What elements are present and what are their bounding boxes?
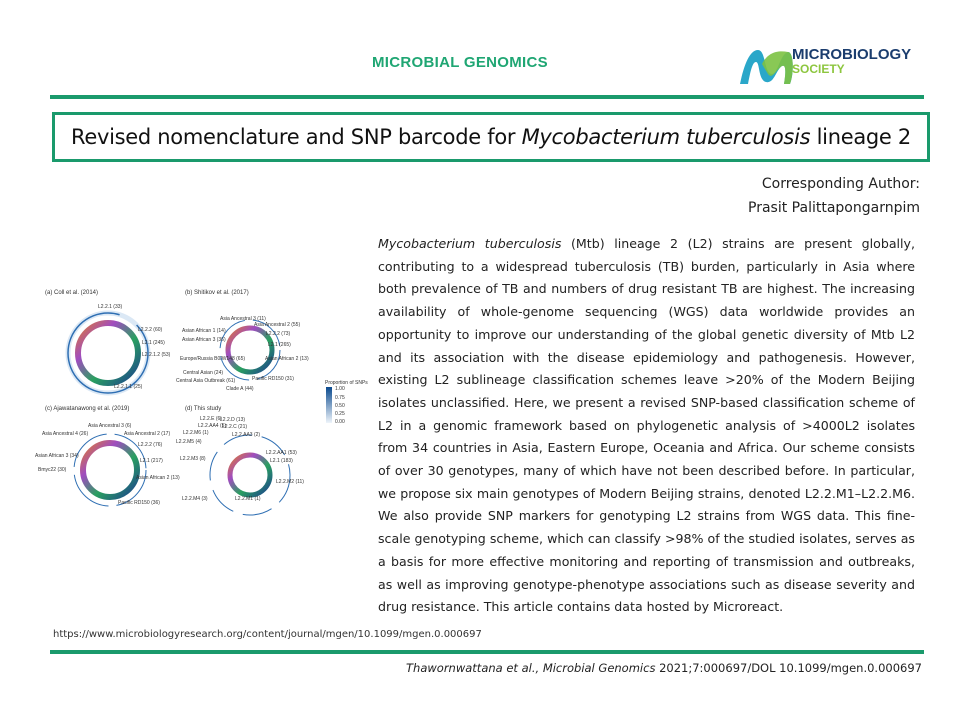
citation-details: 2021;7:000697/DOL 10.1099/mgen.0.000697 (655, 661, 922, 675)
panel-c-arc (73, 433, 147, 507)
clade-label: Pacific RD150 (31) (252, 376, 294, 382)
journal-name: MICROBIAL GENOMICS (372, 54, 548, 71)
citation-authors: Thawornwattana et al., (406, 661, 540, 675)
clade-label: Europe/Russia B0/W148 (65) (180, 356, 245, 362)
clade-label: L2.1 (245) (142, 340, 165, 346)
panel-d-arc (209, 434, 291, 516)
clade-label: L2.2.1 (33) (98, 304, 123, 310)
citation-journal: Microbial Genomics (542, 661, 656, 675)
panel-a-tree (75, 320, 141, 386)
clade-label: Asia Ancestral 2 (17) (124, 431, 170, 437)
clade-label: Asia Ancestral 4 (26) (42, 431, 88, 437)
microbiology-society-logo (740, 50, 793, 84)
clade-label: L2.2.AA1 (53) (266, 450, 297, 456)
clade-label: Central Asian (24) (183, 370, 223, 376)
clade-label: L2.2.M1 (1) (235, 496, 261, 502)
clade-label: L2.2.E (6) (200, 416, 222, 422)
article-url[interactable]: https://www.microbiologyresearch.org/con… (53, 629, 482, 640)
clade-label: L2.1 (265) (268, 342, 291, 348)
clade-label: Pacific RD150 (36) (118, 500, 160, 506)
clade-label: Asia Ancestral 2 (55) (254, 322, 300, 328)
corresponding-name: Prasit Palittapongarnpim (748, 200, 920, 216)
clade-label: L2.2.2 (76) (138, 442, 163, 448)
clade-label: Asian African 3 (34) (35, 453, 79, 459)
clade-label: Asian African 2 (13) (265, 356, 309, 362)
header-divider (50, 95, 924, 99)
panel-c-title: (c) Ajawatanawong et al. (2019) (45, 406, 129, 412)
society-name: MICROBIOLOGY (792, 46, 912, 63)
title-species: Mycobacterium tuberculosis (521, 125, 811, 149)
legend-tick: 0.50 (335, 403, 345, 409)
legend-tick: 0.75 (335, 395, 345, 401)
clade-label: L2.2.2 (60) (138, 327, 163, 333)
panel-a-title: (a) Coll et al. (2014) (45, 290, 98, 296)
title-prefix: Revised nomenclature and SNP barcode for (71, 125, 522, 149)
clade-label: Central Asia Outbreak (61) (176, 378, 236, 384)
clade-label: L2.1 (217) (140, 458, 163, 464)
clade-label: L2.1 (183) (270, 458, 293, 464)
phylogeny-figure: (a) Coll et al. (2014) L2.2.1 (33) L2.2.… (35, 290, 368, 516)
abstract-body: (Mtb) lineage 2 (L2) strains are present… (378, 236, 915, 615)
clade-label: Bmyc22 (30) (38, 467, 67, 473)
footer-divider (50, 650, 924, 654)
legend-tick: 0.00 (335, 419, 345, 425)
abstract-species: Mycobacterium tuberculosis (378, 236, 562, 251)
clade-label: Asian African 1 (14) (182, 328, 226, 334)
clade-label: L2.2.M2 (11) (276, 479, 304, 485)
legend-title: Proportion of SNPs (325, 380, 368, 386)
clade-label: L2.2.D (13) (220, 417, 245, 423)
clade-label: Asia Ancestral 3 (11) (220, 316, 266, 322)
panel-d-title: (d) This study (185, 406, 221, 412)
panel-c-tree (80, 440, 140, 500)
clade-label: L2.2.C (21) (222, 424, 247, 430)
clade-label: L2.2.M6 (1) (183, 430, 209, 436)
clade-label: L2.2.M4 (3) (182, 496, 208, 502)
legend-tick: 0.25 (335, 411, 345, 417)
legend-colorbar (326, 387, 332, 423)
panel-b-tree (225, 325, 275, 375)
clade-label: L2.2.AA3 (2) (232, 432, 260, 438)
society-subname: SOCIETY (792, 62, 845, 76)
clade-label: Asian African 2 (13) (136, 475, 180, 481)
clade-label: L2.2.1.1 (25) (114, 384, 143, 390)
legend-tick: 1.00 (335, 386, 345, 392)
panel-b-title: (b) Shitikov et al. (2017) (185, 290, 249, 296)
clade-label: Asian African 3 (36) (182, 337, 226, 343)
panel-d-tree (227, 452, 273, 498)
clade-label: L2.2.AA4 (5) (198, 423, 226, 429)
corresponding-author: Corresponding Author: Prasit Palittapong… (748, 172, 920, 220)
clade-label: L2.2.1.2 (53) (142, 352, 171, 358)
citation: Thawornwattana et al., Microbial Genomic… (406, 661, 922, 675)
abstract-text: Mycobacterium tuberculosis (Mtb) lineage… (378, 233, 915, 619)
corresponding-label: Corresponding Author: (761, 176, 920, 192)
clade-label: L2.2.M3 (8) (180, 456, 206, 462)
panel-b-arc (219, 319, 281, 381)
clade-label: L2.2.2 (73) (266, 331, 291, 337)
title-suffix: lineage 2 (810, 125, 912, 149)
panel-a-arc (67, 312, 149, 394)
slide-title: Revised nomenclature and SNP barcode for… (52, 112, 930, 162)
clade-label: Clade A (44) (226, 386, 254, 392)
clade-label: Asia Ancestral 3 (6) (88, 423, 132, 429)
clade-label: L2.2.M5 (4) (176, 439, 202, 445)
